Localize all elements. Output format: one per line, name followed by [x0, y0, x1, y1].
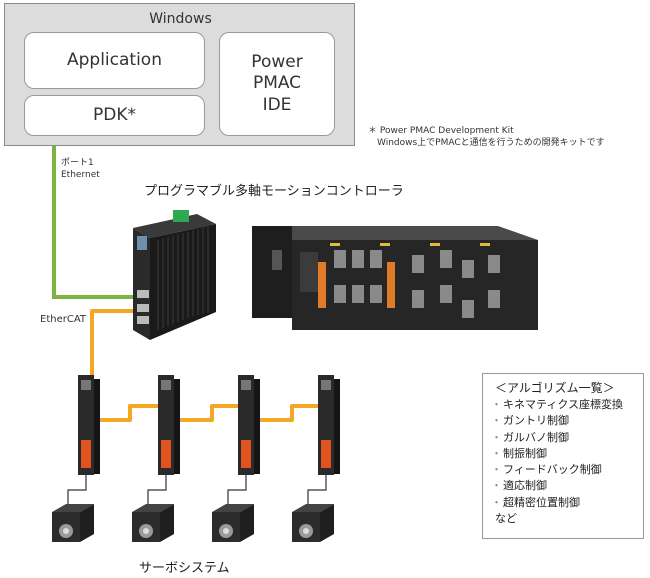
bullet-icon: ・	[491, 446, 502, 460]
pdk-box: PDK*	[24, 95, 205, 136]
windows-title: Windows	[149, 11, 212, 27]
list-item: ・ガルバノ制御	[491, 430, 643, 446]
list-item: ・制振制御	[491, 446, 643, 462]
servo-drive-2	[158, 375, 180, 475]
list-item: ・ガントリ制御	[491, 413, 643, 429]
bullet-icon: ・	[491, 495, 502, 509]
servo-drive-3	[238, 375, 260, 475]
list-item: ・キネマティクス座標変換	[491, 397, 643, 413]
footnote-line2: Windows上でPMACと通信を行うための開発キットです	[377, 137, 605, 148]
servo-motor-1	[52, 504, 94, 542]
list-item-label: ガルバノ制御	[503, 430, 569, 444]
list-item-label: キネマティクス座標変換	[503, 398, 624, 411]
bullet-icon: ・	[491, 398, 502, 411]
list-item-label: 制振制御	[503, 446, 547, 460]
algorithm-list-footer: など	[495, 512, 517, 526]
port-label-line2: Ethernet	[61, 169, 100, 180]
controller-title: プログラマブル多軸モーションコントローラ	[144, 184, 404, 199]
algorithm-list-box: ＜アルゴリズム一覧＞ ・キネマティクス座標変換・ガントリ制御・ガルバノ制御・制振…	[482, 373, 644, 539]
bullet-icon: ・	[491, 463, 502, 477]
list-item-label: フィードバック制御	[503, 463, 602, 477]
port-label: ポート1 Ethernet	[61, 158, 100, 181]
footnote: ＊ Power PMAC Development Kit Windows上でPM…	[368, 126, 605, 149]
ethernet-cable	[52, 146, 146, 299]
list-item-label: 適応制御	[503, 479, 547, 493]
servo-motor-3	[212, 504, 254, 542]
bullet-icon: ・	[491, 430, 502, 444]
servo-motor-4	[292, 504, 334, 542]
motion-controller-compact	[133, 210, 216, 340]
bullet-icon: ・	[491, 479, 502, 493]
algorithm-list-title: ＜アルゴリズム一覧＞	[495, 381, 615, 395]
footnote-line1: ＊ Power PMAC Development Kit	[368, 126, 514, 136]
motion-controller-rack	[252, 226, 538, 330]
list-item-label: 超精密位置制御	[503, 495, 580, 509]
application-box: Application	[24, 32, 205, 89]
list-item: ・適応制御	[491, 478, 643, 494]
terminal-block-icon	[173, 210, 189, 222]
list-item: ・超精密位置制御	[491, 495, 643, 511]
list-item-label: ガントリ制御	[503, 414, 569, 428]
list-item: ・フィードバック制御	[491, 462, 643, 478]
servo-motor-2	[132, 504, 174, 542]
algorithm-list: ・キネマティクス座標変換・ガントリ制御・ガルバノ制御・制振制御・フィードバック制…	[491, 397, 643, 511]
servo-drive-4	[318, 375, 340, 475]
bullet-icon: ・	[491, 414, 502, 428]
servo-system-label: サーボシステム	[139, 561, 230, 576]
power-pmac-ide-box: Power PMAC IDE	[219, 32, 335, 136]
servo-drive-1	[78, 375, 100, 475]
port-label-line1: ポート1	[61, 158, 94, 168]
ethercat-label: EtherCAT	[40, 314, 86, 325]
